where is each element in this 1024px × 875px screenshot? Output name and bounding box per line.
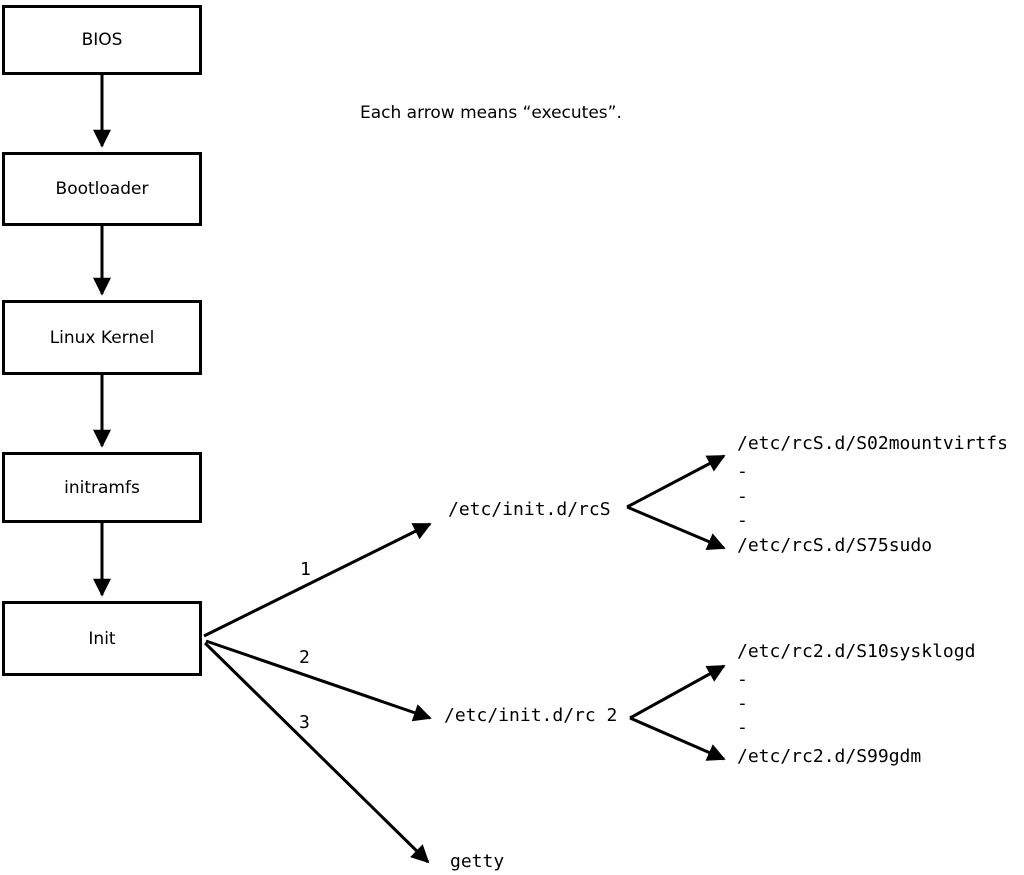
node-init: Init: [2, 601, 202, 676]
arrow-rcs-to-first: [626, 454, 726, 509]
branch-3-number: 3: [299, 712, 310, 733]
arrow-rcs-to-last: [626, 505, 726, 550]
node-initramfs: initramfs: [2, 452, 202, 523]
node-bootloader-label: Bootloader: [55, 179, 149, 199]
rc2-ellipsis-dash-1: -: [737, 669, 748, 690]
node-linux-kernel-label: Linux Kernel: [49, 327, 155, 348]
node-init-label: Init: [88, 628, 116, 649]
node-linux-kernel: Linux Kernel: [2, 300, 202, 375]
target-rcs-script: /etc/init.d/rcS: [448, 499, 611, 520]
rcs-ellipsis-dash-2: -: [737, 486, 748, 507]
arrow-rc2-to-last: [629, 716, 726, 761]
branch-2-number: 2: [299, 647, 310, 668]
target-rc2-script: /etc/init.d/rc 2: [444, 705, 618, 726]
legend-note: Each arrow means “executes”.: [360, 103, 622, 123]
rc2-ellipsis-dash-3: -: [737, 717, 748, 738]
node-initramfs-label: initramfs: [64, 477, 140, 498]
target-getty: getty: [450, 851, 505, 872]
arrow-init-to-rcs: [203, 522, 432, 638]
node-bios-label: BIOS: [81, 30, 123, 50]
rcs-last-entry: /etc/rcS.d/S75sudo: [737, 535, 933, 556]
node-bootloader: Bootloader: [2, 152, 202, 226]
arrow-rc2-to-first: [629, 664, 726, 720]
node-bios: BIOS: [2, 5, 202, 75]
rc2-first-entry: /etc/rc2.d/S10sysklogd: [737, 641, 976, 662]
rcs-first-entry: /etc/rcS.d/S02mountvirtfs: [737, 433, 1008, 454]
arrow-init-to-rc2: [205, 639, 432, 722]
arrow-init-to-getty: [203, 641, 430, 864]
rc2-last-entry: /etc/rc2.d/S99gdm: [737, 746, 922, 767]
rcs-ellipsis-dash-1: -: [737, 461, 748, 482]
rc2-ellipsis-dash-2: -: [737, 693, 748, 714]
rcs-ellipsis-dash-3: -: [737, 510, 748, 531]
branch-1-number: 1: [300, 559, 311, 580]
